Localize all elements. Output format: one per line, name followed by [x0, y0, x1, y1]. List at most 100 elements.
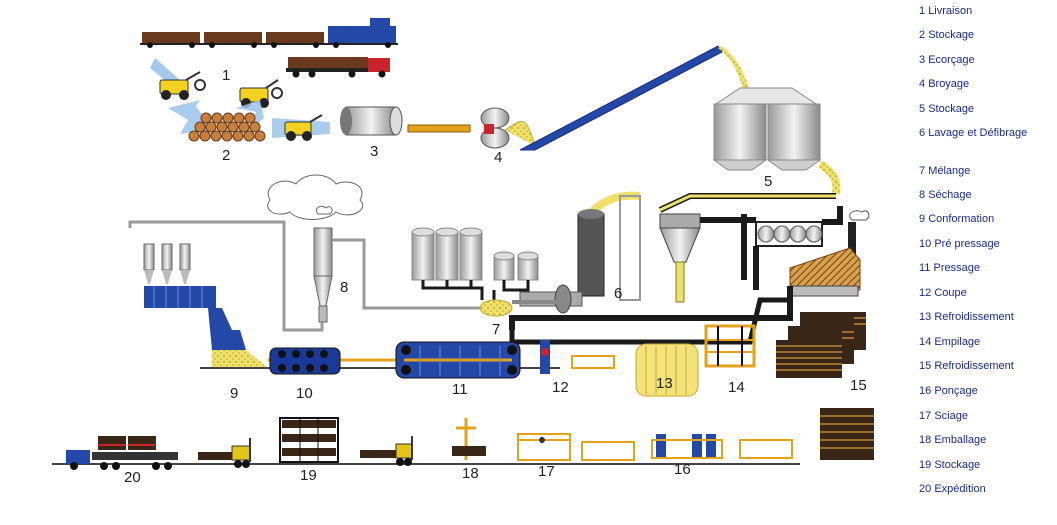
conveyor-table-1 — [581, 441, 635, 461]
step-number-18: 18 — [462, 465, 479, 482]
legend-item-number: 1 — [919, 5, 926, 17]
saw-station — [540, 340, 615, 374]
legend-item: 6 Lavage et Défibrage — [919, 127, 1055, 139]
legend-item-label: Stockage — [934, 459, 981, 471]
step-number-2: 2 — [222, 147, 230, 164]
legend-item-number: 19 — [919, 459, 932, 471]
pipe-network — [700, 206, 843, 290]
rollers — [755, 221, 823, 247]
legend-item-number: 17 — [919, 410, 932, 422]
loader-2 — [239, 79, 283, 108]
legend-item-label: Livraison — [928, 5, 973, 17]
legend-item-number: 8 — [919, 189, 926, 201]
debarker-drum — [340, 106, 403, 136]
legend-item-number: 14 — [919, 336, 932, 348]
small-cloud — [315, 205, 333, 215]
legend-item-label: Conformation — [928, 213, 995, 225]
chip-fall — [718, 46, 750, 92]
shipping-truck — [66, 436, 178, 470]
legend-item: 7 Mélange — [919, 165, 1055, 177]
legend-item: 5 Stockage — [919, 103, 1055, 115]
legend-item: 2 Stockage — [919, 29, 1055, 41]
legend-item: 4 Broyage — [919, 78, 1055, 90]
legend-item: 9 Conformation — [919, 213, 1055, 225]
mixer — [479, 299, 513, 317]
furnace — [789, 210, 870, 297]
legend-item-label: Pressage — [933, 262, 980, 274]
inclined-conveyor — [519, 45, 723, 151]
resin-tanks-large — [411, 227, 483, 281]
legend-item-label: Ponçage — [934, 385, 978, 397]
forming-station — [143, 243, 268, 368]
legend-item-number: 2 — [919, 29, 926, 41]
step-number-14: 14 — [728, 379, 745, 396]
legend-item: 12 Coupe — [919, 287, 1055, 299]
forklift-1 — [198, 438, 251, 468]
storage-rack — [279, 417, 339, 463]
loader-3 — [272, 114, 330, 141]
legend-item-label: Refroidissement — [934, 360, 1014, 372]
legend-item-label: Stockage — [928, 103, 975, 115]
legend-item: 20 Expédition — [919, 483, 1055, 495]
legend-item: 1 Livraison — [919, 5, 1055, 17]
log-pile — [188, 112, 266, 142]
step-number-20: 20 — [124, 469, 141, 486]
legend-item-number: 4 — [919, 78, 926, 90]
legend-item: 8 Séchage — [919, 189, 1055, 201]
forklift-2 — [360, 436, 413, 466]
step-number-4: 4 — [494, 149, 502, 166]
grey-ducts — [128, 220, 480, 332]
legend-item-number: 16 — [919, 385, 932, 397]
step-number-7: 7 — [492, 321, 500, 338]
stacker — [704, 324, 756, 368]
sanding-station — [651, 434, 723, 459]
legend-item-label: Sciage — [934, 410, 968, 422]
legend-item-number: 10 — [919, 238, 932, 250]
legend-item-label: Stockage — [928, 29, 975, 41]
process-diagram: 1 2 3 4 5 6 7 8 9 10 11 12 13 14 15 16 1… — [52, 18, 874, 486]
legend-item-number: 5 — [919, 103, 926, 115]
step-number-19: 19 — [300, 467, 317, 484]
legend-item-label: Coupe — [934, 287, 967, 299]
step-number-17: 17 — [538, 463, 555, 480]
step-number-1: 1 — [222, 67, 230, 84]
legend-item: 19 Stockage — [919, 459, 1055, 471]
legend-item-label: Pré pressage — [934, 238, 1000, 250]
legend-item-label: Ecorçage — [928, 54, 975, 66]
press — [395, 341, 521, 379]
dryer-cyclone — [313, 227, 333, 323]
defibrator — [519, 195, 641, 314]
sawing-station — [517, 433, 571, 461]
legend-item: 10 Pré pressage — [919, 238, 1055, 250]
hopper — [659, 213, 701, 303]
step-number-11: 11 — [452, 381, 468, 398]
panel-stack-final — [820, 408, 874, 460]
cooling-wheel — [635, 343, 699, 397]
legend-item-number: 7 — [919, 165, 926, 177]
legend-item: 3 Ecorçage — [919, 54, 1055, 66]
prepress — [269, 347, 341, 375]
legend-item: 11 Pressage — [919, 262, 1055, 274]
step-number-9: 9 — [230, 385, 238, 402]
step-number-13: 13 — [656, 375, 673, 392]
steam-cloud — [267, 174, 363, 220]
chipper — [480, 107, 536, 149]
step-number-3: 3 — [370, 143, 378, 160]
resin-pipes — [421, 280, 530, 300]
log-truck — [286, 57, 390, 78]
step-number-16: 16 — [674, 461, 691, 478]
legend-item-number: 6 — [919, 127, 926, 139]
legend-item-label: Refroidissement — [934, 311, 1014, 323]
legend-item: 13 Refroidissement — [919, 311, 1055, 323]
legend-item-label: Emballage — [934, 434, 987, 446]
legend-item-number: 9 — [919, 213, 926, 225]
legend-item-number: 3 — [919, 54, 926, 66]
legend-item-label: Lavage et Défibrage — [928, 127, 1028, 139]
legend-item-number: 18 — [919, 434, 932, 446]
legend-item-number: 20 — [919, 483, 932, 495]
legend-item-number: 15 — [919, 360, 932, 372]
legend-item: 16 Ponçage — [919, 385, 1055, 397]
step-number-12: 12 — [552, 379, 569, 396]
legend-item: 17 Sciage — [919, 410, 1055, 422]
duct-lower — [509, 297, 790, 345]
